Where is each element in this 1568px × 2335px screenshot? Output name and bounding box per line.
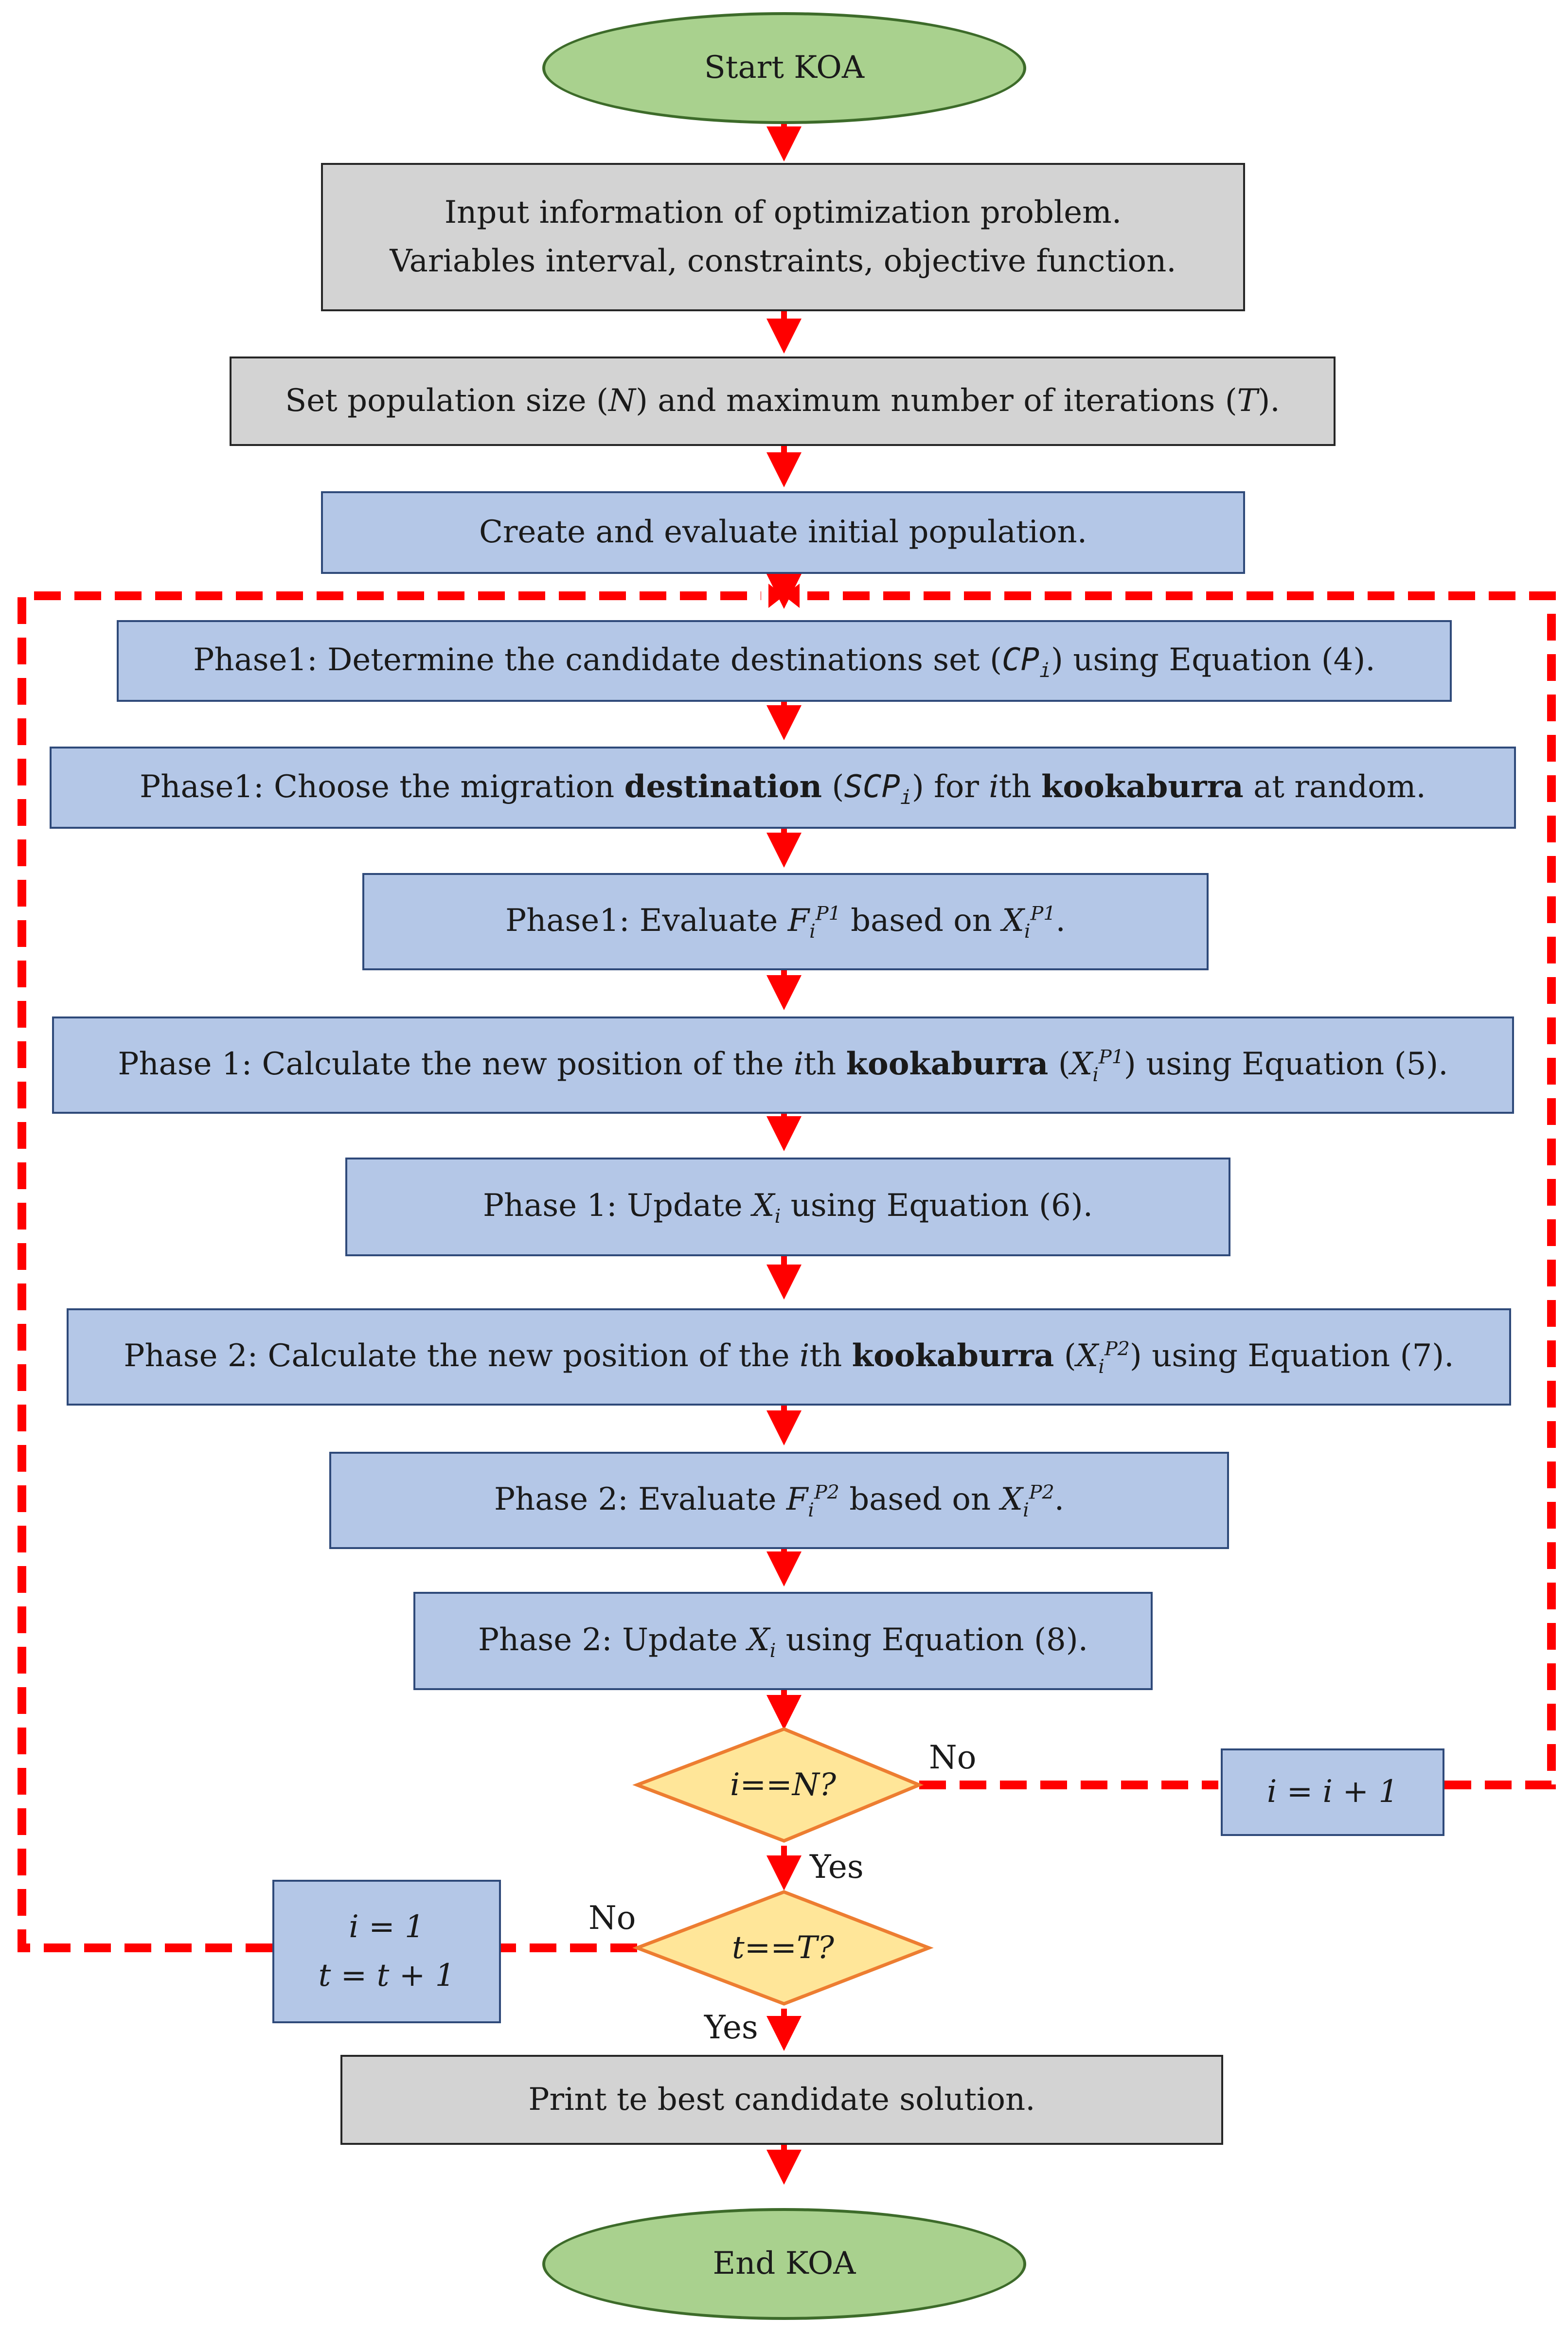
phase1-evaluate-text: Phase1: Evaluate FiP1 based on XiP1. (505, 902, 1066, 943)
set-population-text: Set population size (N) and maximum numb… (285, 383, 1280, 419)
no-label-t: No (588, 1899, 636, 1937)
phase1-calculate-text: Phase 1: Calculate the new position of t… (118, 1046, 1448, 1087)
increment-i-box: i = i + 1 (1221, 1748, 1444, 1836)
phase2-evaluate-box: Phase 2: Evaluate FiP2 based on XiP2. (329, 1452, 1229, 1549)
phase1-update-box: Phase 1: Update Xi using Equation (6). (345, 1158, 1230, 1256)
create-population-box: Create and evaluate initial population. (321, 491, 1245, 574)
yes-label-i: Yes (810, 1848, 864, 1886)
phase2-calculate-text: Phase 2: Calculate the new position of t… (124, 1337, 1454, 1378)
phase1-update-text: Phase 1: Update Xi using Equation (6). (482, 1188, 1093, 1228)
end-terminal: End KOA (542, 2208, 1026, 2320)
reset-box: i = 1 t = t + 1 (272, 1880, 501, 2023)
phase1-candidate-box: Phase1: Determine the candidate destinat… (117, 620, 1452, 702)
phase1-calculate-box: Phase 1: Calculate the new position of t… (52, 1016, 1514, 1114)
loop-reset-back (18, 591, 761, 1952)
create-population-text: Create and evaluate initial population. (479, 514, 1087, 551)
phase1-choose-text: Phase1: Choose the migration destination… (140, 768, 1426, 809)
decision-t-label: t==T? (732, 1930, 834, 1966)
input-box: Input information of optimization proble… (321, 163, 1245, 311)
start-terminal: Start KOA (542, 12, 1026, 124)
decision-t-diamond (632, 1890, 934, 2006)
phase1-evaluate-box: Phase1: Evaluate FiP1 based on XiP1. (362, 873, 1209, 970)
phase2-update-text: Phase 2: Update Xi using Equation (8). (478, 1622, 1088, 1662)
input-line-2: Variables interval, constraints, objecti… (390, 243, 1176, 279)
loop-arrowhead-left (768, 584, 784, 608)
loop-inc-back (807, 591, 1556, 1789)
decision-i-diamond (632, 1727, 924, 1843)
decision-i-label: i==N? (730, 1767, 837, 1803)
reset-line-2: t = t + 1 (318, 1957, 455, 1994)
phase2-update-box: Phase 2: Update Xi using Equation (8). (413, 1592, 1153, 1690)
increment-i-text: i = i + 1 (1266, 1774, 1399, 1810)
loop-arrowhead-right (784, 584, 800, 608)
print-text: Print te best candidate solution. (528, 2081, 1035, 2118)
phase2-evaluate-text: Phase 2: Evaluate FiP2 based on XiP2. (494, 1481, 1065, 1521)
phase1-choose-box: Phase1: Choose the migration destination… (50, 747, 1516, 829)
set-population-box: Set population size (N) and maximum numb… (230, 356, 1336, 446)
phase2-calculate-box: Phase 2: Calculate the new position of t… (67, 1308, 1511, 1406)
phase1-candidate-text: Phase1: Determine the candidate destinat… (193, 642, 1375, 682)
start-label: Start KOA (704, 50, 865, 86)
no-label-i: No (929, 1739, 977, 1776)
end-label: End KOA (713, 2246, 856, 2282)
reset-line-1: i = 1 (349, 1909, 425, 1945)
yes-label-t: Yes (704, 2009, 758, 2046)
input-line-1: Input information of optimization proble… (444, 195, 1122, 231)
print-box: Print te best candidate solution. (340, 2055, 1223, 2145)
